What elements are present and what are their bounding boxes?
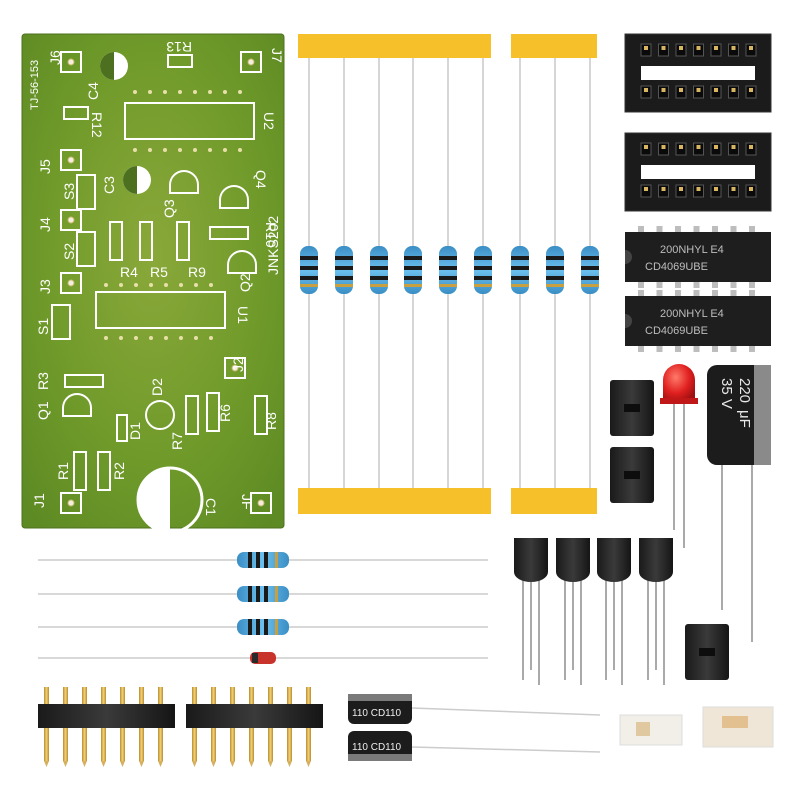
white-connector-small (619, 714, 683, 746)
pcb-board: + + (21, 33, 285, 534)
small-cap-label-1: 110 CD110 (352, 708, 402, 719)
pcb-board-id: TJ-56-153 (29, 60, 41, 110)
cap-value-uf: μF (736, 410, 753, 428)
svg-text:+: + (117, 61, 123, 73)
label-j5: J5 (37, 159, 53, 174)
diode-glass (250, 652, 276, 664)
small-electrolytic-capacitor-2: 110 CD110 (348, 731, 601, 761)
label-j6: J6 (47, 50, 63, 65)
loose-resistor (237, 586, 289, 602)
label-q3: Q3 (161, 199, 177, 218)
small-cap-label-2: 110 CD110 (352, 742, 402, 753)
cap-voltage: 35 V (718, 378, 735, 409)
label-s3: S3 (61, 183, 77, 200)
ic-chip-top: 200NHYL E4 CD4069UBE (625, 226, 771, 288)
taped-resistor (439, 58, 457, 488)
label-r8: R8 (263, 412, 279, 430)
ic-socket-top (624, 33, 772, 113)
label-u1: U1 (235, 306, 251, 324)
label-r7: R7 (169, 432, 185, 450)
label-c4: C4 (85, 82, 101, 100)
label-q2: Q2 (237, 273, 253, 292)
transistor (597, 538, 631, 685)
ic-chip-bottom: 200NHYL E4 CD4069UBE (625, 290, 771, 352)
label-r1: R1 (55, 462, 71, 480)
label-r9: R9 (188, 264, 206, 280)
label-d2: D2 (149, 378, 165, 396)
label-u2: U2 (261, 112, 277, 130)
taped-resistor (581, 58, 599, 488)
label-s2: S2 (61, 243, 77, 260)
ic-socket-bottom (624, 132, 772, 212)
label-j4: J4 (37, 217, 53, 232)
jumper-cap-2 (610, 447, 654, 503)
cap-value-220: 220 (736, 378, 753, 403)
label-r12: R12 (89, 112, 105, 138)
transistor (639, 538, 673, 685)
label-d1: D1 (127, 422, 143, 440)
ic-label-top: 200NHYL E4 (660, 244, 724, 256)
c3-footprint (123, 166, 151, 194)
transistors-to92 (514, 538, 673, 685)
taped-resistor (335, 58, 353, 488)
label-s1: S1 (35, 318, 51, 335)
label-c1: C1 (203, 498, 219, 516)
taped-resistor (300, 58, 318, 488)
taped-resistor (474, 58, 492, 488)
electrolytic-capacitor-220uf: 220 μF 35 V (707, 365, 771, 642)
transistor (514, 538, 548, 685)
label-r2: R2 (111, 462, 127, 480)
label-r6: R6 (217, 404, 233, 422)
taped-resistor (404, 58, 422, 488)
c4-footprint: + (100, 52, 128, 80)
label-r4: R4 (120, 264, 138, 280)
taped-resistors (300, 58, 599, 488)
taped-resistor (370, 58, 388, 488)
label-board-name: JNKS202 (265, 216, 281, 275)
taped-resistor-strip (298, 34, 597, 514)
label-c3: C3 (101, 176, 117, 194)
taped-resistor (511, 58, 529, 488)
transistor (556, 538, 590, 685)
label-jf: JF (239, 494, 255, 510)
pin-headers (38, 687, 323, 767)
label-r13: R13 (166, 39, 192, 55)
label-q4: Q4 (253, 170, 269, 189)
loose-resistor (237, 552, 289, 568)
c1-footprint: + (136, 466, 204, 534)
jumper-cap-3 (685, 624, 729, 680)
label-j1: J1 (31, 493, 47, 508)
label-r3: R3 (35, 372, 51, 390)
red-led (660, 364, 698, 548)
label-r5: R5 (150, 264, 168, 280)
jumper-cap-1 (610, 380, 654, 436)
pin-header-7 (186, 687, 323, 767)
ic-label-top-2: 200NHYL E4 (660, 308, 724, 320)
small-electrolytic-capacitor-1: 110 CD110 (348, 694, 601, 724)
white-connector-large (702, 706, 774, 748)
label-q1: Q1 (35, 401, 51, 420)
label-r10: R10 (263, 222, 279, 248)
svg-text:+: + (140, 482, 146, 494)
ic-label-bottom: CD4069UBE (645, 261, 708, 273)
label-j3: J3 (37, 279, 53, 294)
ic-label-bottom-2: CD4069UBE (645, 325, 708, 337)
loose-resistors (38, 552, 488, 664)
label-j2: J2 (230, 357, 246, 372)
taped-resistor (546, 58, 564, 488)
loose-resistor (237, 619, 289, 635)
label-j7: J7 (269, 48, 285, 63)
pin-header-7 (38, 687, 175, 767)
